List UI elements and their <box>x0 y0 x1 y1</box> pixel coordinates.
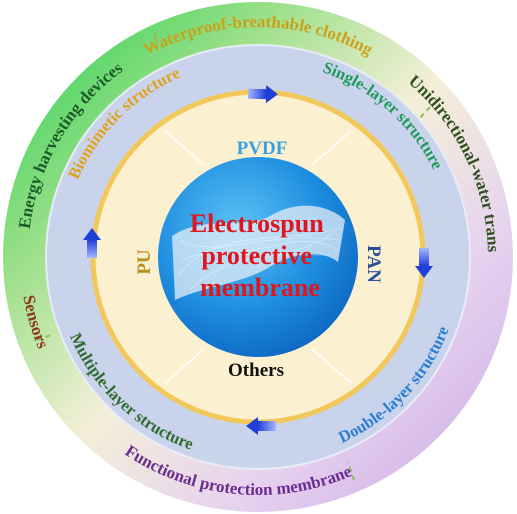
membrane-sheet-icon <box>172 205 345 300</box>
outer-dividers <box>36 32 431 481</box>
arrow-left-icon <box>246 417 276 435</box>
arrow-down-icon <box>415 248 433 278</box>
material-pan: PAN <box>363 245 384 283</box>
material-pu: PU <box>134 249 155 275</box>
arrow-right-icon <box>247 85 278 104</box>
center-title: Electrospun protective membrane <box>190 209 330 302</box>
material-pvdf: PVDF <box>237 138 288 159</box>
material-others: Others <box>228 360 284 381</box>
center-line-2: protective <box>201 241 312 270</box>
arrow-up-icon <box>83 228 101 258</box>
center-line-3: membrane <box>200 273 320 302</box>
materials-dividers <box>164 130 352 384</box>
flow-arrows <box>83 85 433 435</box>
center-line-1: Electrospun <box>190 209 324 238</box>
